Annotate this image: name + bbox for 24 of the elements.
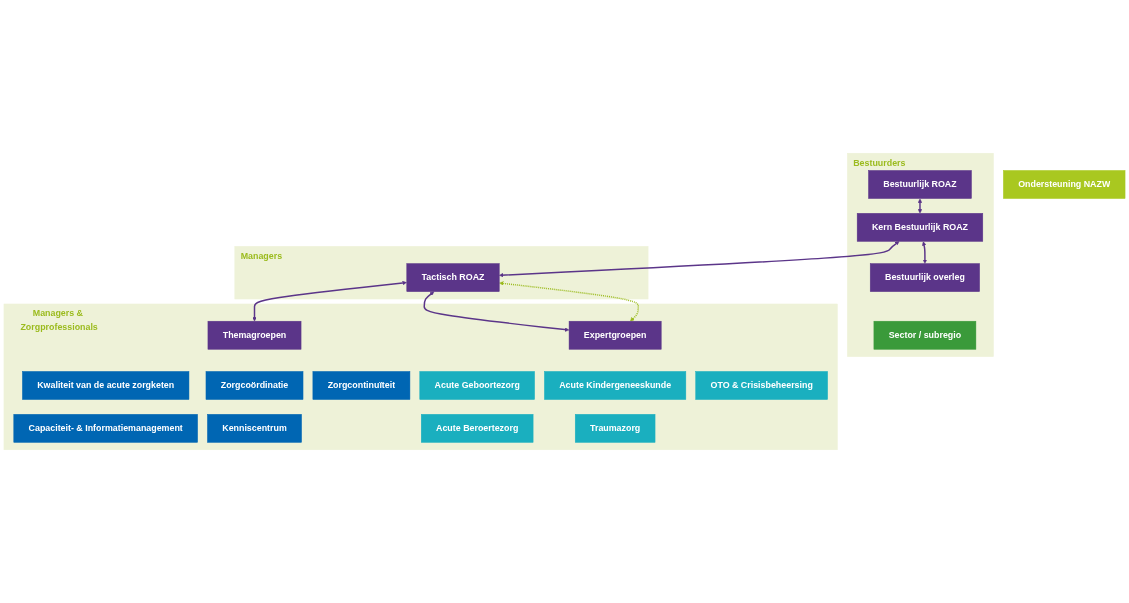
node-box: Kwaliteit van de acute zorgketen — [22, 371, 190, 400]
node-box: Kenniscentrum — [207, 414, 302, 443]
arrow — [499, 241, 900, 278]
arrow — [499, 281, 639, 322]
node-box: Capaciteit- & Informatiemanagement — [13, 414, 198, 443]
arrow — [252, 280, 407, 322]
node-box: Bestuurlijk overleg — [869, 263, 980, 292]
node-box: Acute Kindergeneeskunde — [544, 371, 687, 400]
node-box: Traumazorg — [575, 414, 656, 443]
node-box: Expertgroepen — [568, 320, 662, 350]
node-box: Bestuurlijk ROAZ — [868, 170, 972, 199]
node-box: Themagroepen — [207, 320, 302, 350]
arrow — [423, 291, 570, 332]
node-box: Zorgcoördinatie — [205, 371, 304, 400]
node-box: Kern Bestuurlijk ROAZ — [856, 213, 984, 242]
node-box: OTO & Crisisbeheersing — [695, 371, 828, 400]
node-box: Tactisch ROAZ — [406, 263, 500, 292]
node-box: Ondersteuning NAZW — [1003, 170, 1126, 199]
node-box: Sector / subregio — [873, 320, 977, 350]
arrow — [922, 241, 928, 264]
arrow — [917, 198, 923, 214]
node-box: Acute Geboortezorg — [419, 371, 535, 400]
node-box: Zorgcontinuïteit — [312, 371, 411, 400]
node-box: Acute Beroertezorg — [421, 414, 534, 443]
